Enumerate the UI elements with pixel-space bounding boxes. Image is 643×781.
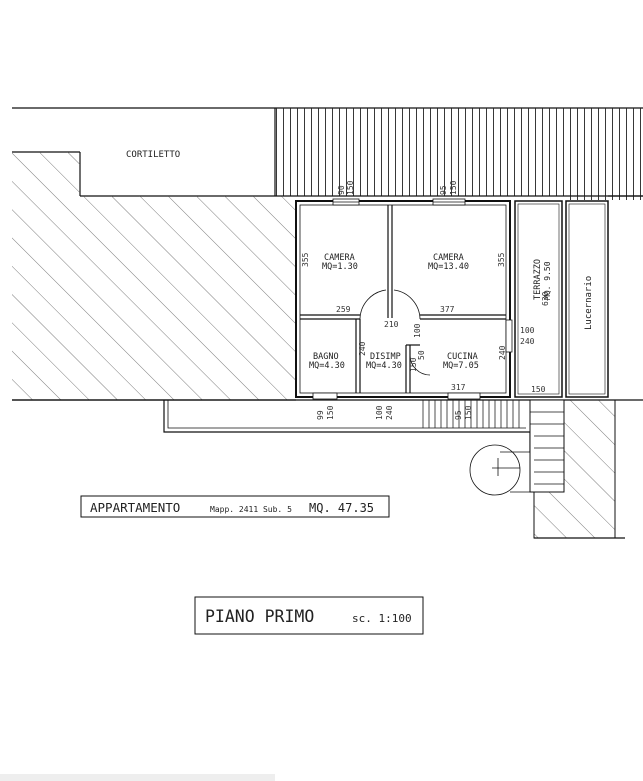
dim-w1b: 150 — [346, 180, 355, 195]
disimp-area: MQ=4.30 — [366, 361, 402, 371]
dim-355-left: 355 — [301, 252, 310, 267]
dim-b1b: 150 — [326, 405, 335, 420]
dim-50: 50 — [417, 350, 426, 360]
dim-355-right: 355 — [497, 252, 506, 267]
dim-100-r: 100 — [520, 326, 535, 335]
piano-box: PIANO PRIMO sc. 1:100 — [194, 596, 424, 635]
footer-strip — [0, 774, 275, 781]
camera1-area: MQ=1.30 — [322, 262, 358, 272]
appartamento-mq: MQ. 47.35 — [309, 501, 374, 515]
dim-259: 259 — [336, 305, 351, 314]
camera2-area: MQ=13.40 — [428, 262, 469, 272]
dim-150-v: 150 — [409, 357, 418, 372]
dim-150-terr: 150 — [531, 385, 546, 394]
bagno-name: BAGNO — [313, 352, 339, 362]
dim-b2a: 100 — [375, 405, 384, 420]
dim-630: 630 — [541, 291, 550, 306]
dim-b3b: 150 — [464, 405, 473, 420]
dim-377: 377 — [440, 305, 455, 314]
dim-240-v2: 240 — [498, 345, 507, 360]
stairs — [469, 399, 625, 539]
dim-240-v1: 240 — [358, 341, 367, 356]
dim-317: 317 — [451, 383, 466, 392]
disimp-name: DISIMP — [370, 352, 401, 362]
dim-w2a: 95 — [439, 185, 448, 195]
dim-b3a: 95 — [454, 410, 463, 420]
appartamento-mapp: Mapp. 2411 Sub. 5 — [210, 505, 292, 514]
bagno-area: MQ=4.30 — [309, 361, 345, 371]
terrazzo-name: TERRAZZO — [533, 259, 543, 300]
piano-scale: sc. 1:100 — [352, 612, 412, 625]
terrazzo-area: MQ. 9.50 — [543, 261, 552, 300]
appartamento-box: APPARTAMENTO Mapp. 2411 Sub. 5 MQ. 47.35 — [80, 495, 390, 518]
terrace — [514, 195, 643, 398]
dim-100-v: 100 — [413, 323, 422, 338]
dim-w1a: 90 — [337, 185, 346, 195]
lucernario-label: Lucernario — [584, 276, 594, 330]
dim-w2b: 150 — [449, 180, 458, 195]
appartamento-label: APPARTAMENTO — [90, 500, 180, 515]
dim-240-r: 240 — [520, 337, 535, 346]
dim-210: 210 — [384, 320, 399, 329]
cucina-area: MQ=7.05 — [443, 361, 479, 371]
dim-b2b: 240 — [385, 405, 394, 420]
camera1-name: CAMERA — [324, 253, 355, 263]
camera2-name: CAMERA — [433, 253, 464, 263]
pergola-area — [275, 108, 643, 200]
apartment-walls — [295, 198, 513, 400]
piano-label: PIANO PRIMO — [205, 607, 314, 626]
cucina-name: CUCINA — [447, 352, 478, 362]
dim-b1a: 99 — [316, 410, 325, 420]
cortiletto-label: CORTILETTO — [126, 150, 180, 160]
